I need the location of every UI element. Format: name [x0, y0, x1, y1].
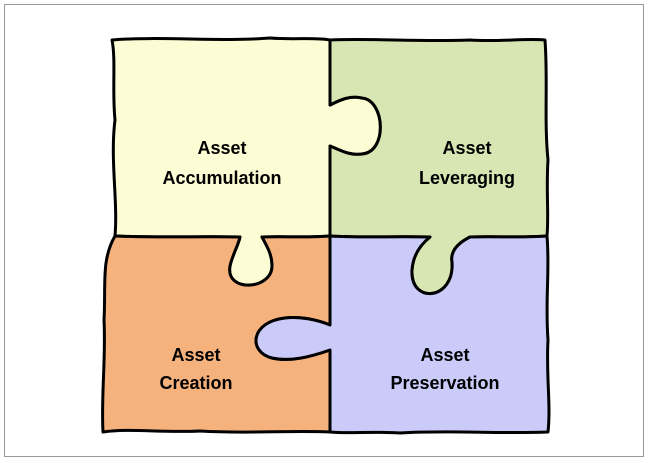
label-creation-line2: Creation: [159, 373, 232, 393]
label-preservation-line2: Preservation: [390, 373, 499, 393]
puzzle-piece-preservation: [254, 234, 551, 435]
label-accumulation-line1: Asset: [197, 138, 246, 158]
label-accumulation-line2: Accumulation: [162, 168, 281, 188]
label-preservation-line1: Asset: [420, 345, 469, 365]
label-creation-line1: Asset: [171, 345, 220, 365]
label-leveraging-line2: Leveraging: [419, 168, 515, 188]
label-leveraging-line1: Asset: [442, 138, 491, 158]
